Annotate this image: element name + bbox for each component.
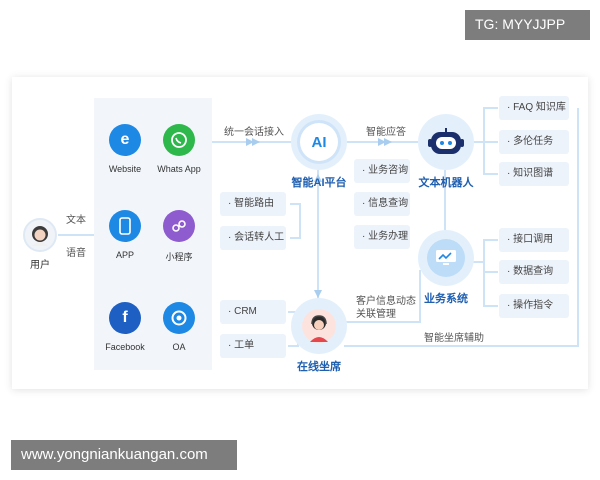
robot-icon: [428, 128, 464, 154]
text-channel-label: 文本: [66, 215, 86, 226]
oa-icon: [163, 302, 195, 334]
user-node: 用户: [18, 218, 62, 271]
ai-platform-label: 智能AI平台: [291, 177, 347, 189]
online-agent-circle: [291, 298, 347, 354]
text-robot-node[interactable]: 文本机器人: [410, 114, 482, 190]
tag-faq-knowledge-base: · FAQ 知识库: [499, 96, 569, 120]
channel-oa[interactable]: OA: [143, 302, 215, 352]
text-robot-circle: [418, 114, 474, 170]
tag-operation-command: · 操作指令: [499, 294, 569, 318]
watermark-top: TG: MYYJJPP: [465, 10, 590, 40]
business-system-node[interactable]: 业务系统: [412, 230, 480, 306]
smart-reply-label: 智能应答: [366, 127, 406, 138]
tag-business-consulting: · 业务咨询: [354, 159, 410, 183]
tag-info-query: · 信息查询: [354, 192, 410, 216]
ai-platform-node[interactable]: AI 智能AI平台: [284, 114, 354, 190]
voice-channel-label: 语音: [66, 248, 86, 259]
agent-assist-label: 智能坐席辅助: [424, 333, 484, 344]
tag-multi-turn-task: · 多伦任务: [499, 130, 569, 154]
tag-data-query: · 数据查询: [499, 260, 569, 284]
user-face-icon: [32, 226, 48, 246]
ai-chip-icon: AI: [300, 123, 338, 161]
tag-knowledge-graph: · 知识图谱: [499, 162, 569, 186]
tag-crm: · CRM: [220, 300, 286, 324]
facebook-icon: f: [109, 302, 141, 334]
ie-browser-icon: e: [109, 124, 141, 156]
channel-website[interactable]: e Website: [89, 124, 161, 174]
channel-facebook[interactable]: f Facebook: [89, 302, 161, 352]
ai-platform-circle: AI: [291, 114, 347, 170]
tag-api-call: · 接口调用: [499, 228, 569, 252]
user-label: 用户: [30, 260, 50, 271]
user-avatar: [23, 218, 57, 252]
tag-work-order: · 工单: [220, 334, 286, 358]
online-agent-label: 在线坐席: [297, 361, 341, 373]
whatsapp-icon: [163, 124, 195, 156]
headset-agent-icon: [302, 309, 336, 343]
customer-info-label-1: 客户信息动态: [356, 296, 416, 307]
tag-business-handling: · 业务办理: [354, 225, 410, 249]
text-robot-label: 文本机器人: [418, 177, 474, 189]
mobile-app-icon: [109, 210, 141, 242]
business-system-circle: [418, 230, 474, 286]
monitor-icon: [427, 239, 465, 277]
mini-program-icon: [163, 210, 195, 242]
watermark-bottom: www.yongniankuangan.com: [11, 440, 237, 470]
channel-mini-program[interactable]: 小程序: [143, 210, 215, 263]
business-system-label: 业务系统: [424, 293, 468, 305]
unified-access-label: 统一会话接入: [224, 127, 284, 138]
tag-smart-routing: · 智能路由: [220, 192, 286, 216]
customer-info-label-2: 关联管理: [356, 309, 396, 320]
online-agent-node[interactable]: 在线坐席: [288, 298, 350, 374]
tag-transfer-to-agent: · 会话转人工: [220, 226, 286, 250]
channel-whatsapp[interactable]: Whats App: [143, 124, 215, 174]
channel-app[interactable]: APP: [89, 210, 161, 260]
